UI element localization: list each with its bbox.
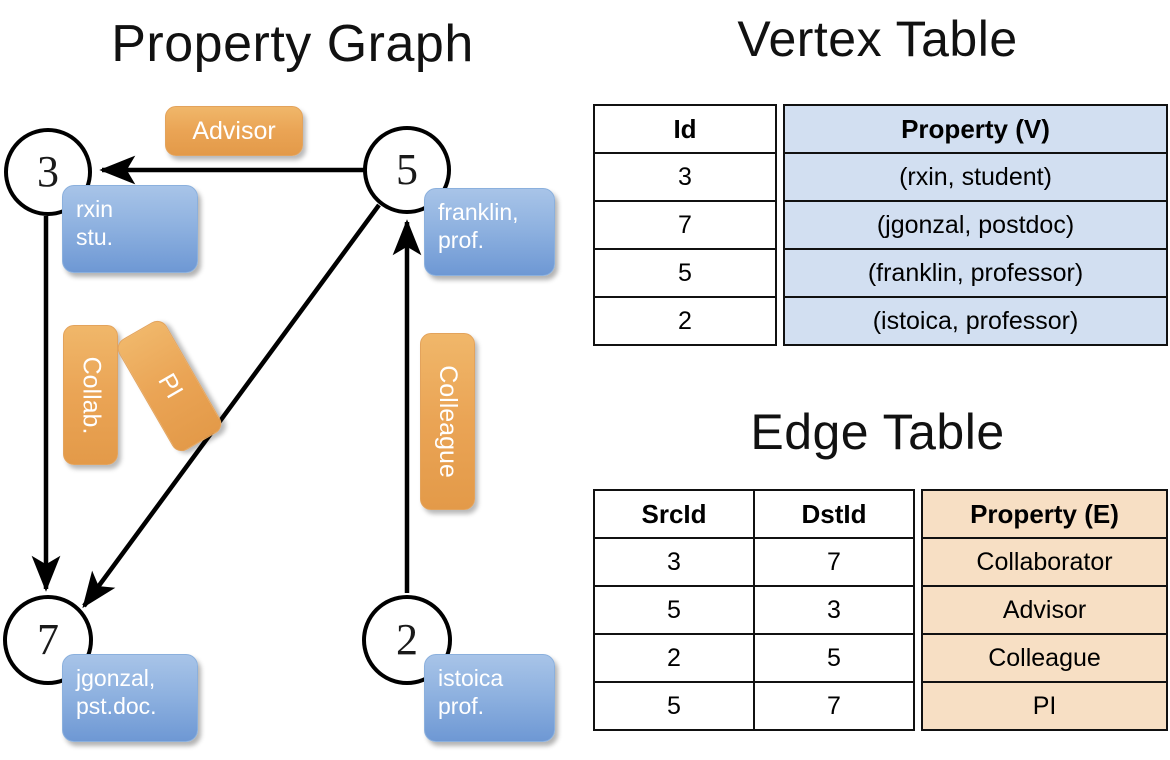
edge-cell-srcid: 5 — [593, 585, 755, 635]
edge-header-dstid: DstId — [753, 489, 915, 539]
node-7-property-line-1: jgonzal, — [76, 665, 156, 691]
node-7-property-line-2: pst.doc. — [76, 693, 157, 720]
edge-5-to-7-pi — [82, 203, 381, 609]
edge-label-collab-text: Collab. — [77, 356, 106, 434]
page-title-edge-table: Edge Table — [750, 404, 1005, 460]
edge-label-colleague-text: Colleague — [434, 365, 462, 478]
edge-label-collab: Collab. — [63, 325, 118, 465]
table-header-row: Id — [593, 104, 777, 154]
edge-cell-dstid: 7 — [753, 681, 915, 731]
vertex-cell-property: (rxin, student) — [783, 152, 1168, 202]
table-header-row: Property (V) — [783, 104, 1168, 154]
edge-label-colleague: Colleague — [420, 333, 475, 510]
table-row: 2 5 — [593, 633, 915, 683]
edge-cell-property: PI — [921, 681, 1168, 731]
edge-cell-dstid: 3 — [753, 585, 915, 635]
vertex-cell-id: 7 — [593, 200, 777, 250]
table-row: Collaborator — [921, 537, 1168, 587]
graph-node-2-label: 2 — [396, 615, 418, 664]
vertex-cell-property: (istoica, professor) — [783, 296, 1168, 346]
table-row: 7 — [593, 200, 777, 250]
edge-label-advisor-text: Advisor — [192, 116, 276, 145]
table-row: 3 — [593, 152, 777, 202]
edge-label-advisor: Advisor — [165, 106, 303, 156]
edge-cell-srcid: 3 — [593, 537, 755, 587]
node-5-property-line-2: prof. — [438, 227, 485, 254]
page-title-property-graph: Property Graph — [111, 15, 474, 73]
node-2-property-box: istoica prof. — [424, 654, 555, 742]
vertex-header-id: Id — [593, 104, 777, 154]
table-row: 5 7 — [593, 681, 915, 731]
table-row: 5 — [593, 248, 777, 298]
vertex-header-property: Property (V) — [783, 104, 1168, 154]
edge-cell-property: Collaborator — [921, 537, 1168, 587]
edge-cell-dstid: 5 — [753, 633, 915, 683]
vertex-table-id-column: Id 3 7 5 2 — [593, 104, 777, 346]
edge-cell-property: Colleague — [921, 633, 1168, 683]
edge-cell-srcid: 2 — [593, 633, 755, 683]
table-row: (istoica, professor) — [783, 296, 1168, 346]
node-5-property-box: franklin, prof. — [424, 188, 555, 276]
graph-node-5-label: 5 — [396, 145, 418, 194]
graph-node-2[interactable]: 2 — [362, 595, 452, 685]
table-row: (rxin, student) — [783, 152, 1168, 202]
vertex-cell-id: 5 — [593, 248, 777, 298]
edge-table-property-column: Property (E) Collaborator Advisor Collea… — [921, 489, 1168, 731]
graph-node-7-label: 7 — [37, 615, 59, 664]
vertex-cell-property: (franklin, professor) — [783, 248, 1168, 298]
graph-node-5[interactable]: 5 — [363, 126, 451, 214]
node-2-property-line-1: istoica — [438, 665, 504, 691]
edge-header-srcid: SrcId — [593, 489, 755, 539]
node-3-property-line-2: stu. — [76, 224, 114, 251]
table-row: (jgonzal, postdoc) — [783, 200, 1168, 250]
table-row: 5 3 — [593, 585, 915, 635]
edge-cell-property: Advisor — [921, 585, 1168, 635]
edge-table-id-columns: SrcId DstId 3 7 5 3 2 5 5 7 — [593, 489, 915, 731]
edge-cell-srcid: 5 — [593, 681, 755, 731]
graph-node-3-label: 3 — [37, 147, 59, 196]
node-3-property-box: rxin stu. — [62, 185, 198, 273]
page-title-vertex-table: Vertex Table — [737, 11, 1018, 67]
edge-label-pi-text: PI — [151, 368, 188, 403]
node-3-property-line-1: rxin — [76, 196, 114, 222]
table-row: PI — [921, 681, 1168, 731]
table-header-row: Property (E) — [921, 489, 1168, 539]
vertex-cell-id: 2 — [593, 296, 777, 346]
vertex-cell-property: (jgonzal, postdoc) — [783, 200, 1168, 250]
table-row: 2 — [593, 296, 777, 346]
property-graph-panel: 3 5 7 2 rxin stu. franklin, prof. jgonza… — [3, 106, 555, 742]
graph-edges-svg — [31, 155, 422, 609]
vertex-cell-id: 3 — [593, 152, 777, 202]
table-header-row: SrcId DstId — [593, 489, 915, 539]
edge-cell-dstid: 7 — [753, 537, 915, 587]
table-row: 3 7 — [593, 537, 915, 587]
node-2-property-line-2: prof. — [438, 693, 485, 720]
vertex-table-property-column: Property (V) (rxin, student) (jgonzal, p… — [783, 104, 1168, 346]
table-row: Colleague — [921, 633, 1168, 683]
node-7-property-box: jgonzal, pst.doc. — [62, 654, 198, 742]
node-5-property-line-1: franklin, — [438, 199, 519, 225]
table-row: Advisor — [921, 585, 1168, 635]
edge-header-property: Property (E) — [921, 489, 1168, 539]
table-row: (franklin, professor) — [783, 248, 1168, 298]
